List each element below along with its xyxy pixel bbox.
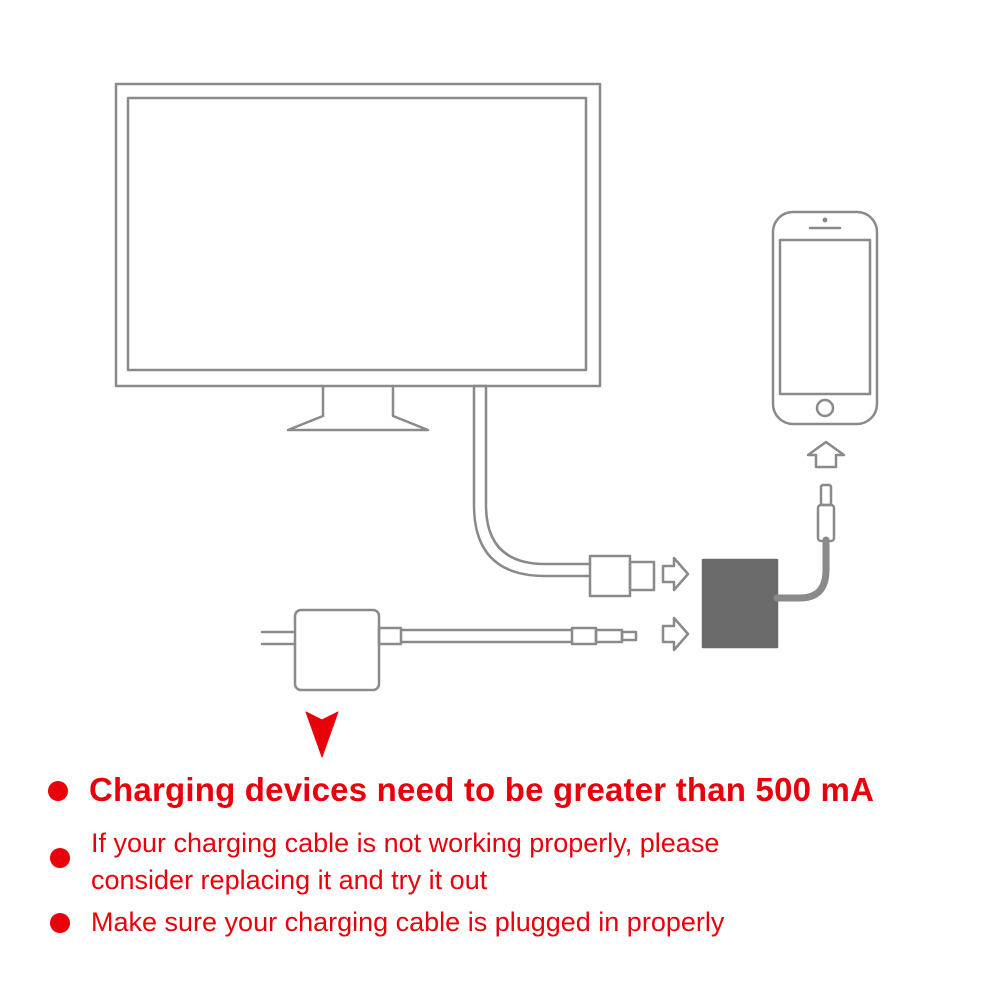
adapter-box-icon xyxy=(701,558,779,649)
usb-cable xyxy=(399,626,638,646)
arrow-up-icon xyxy=(806,440,846,469)
hdmi-cable xyxy=(472,384,592,578)
bullet-dot xyxy=(48,781,68,801)
monitor-icon xyxy=(114,82,602,432)
hdmi-plug-icon xyxy=(588,554,656,598)
arrow-right-icon xyxy=(661,616,690,652)
smartphone-icon xyxy=(771,210,879,426)
note-plugged-in: Make sure your charging cable is plugged… xyxy=(91,907,725,937)
note-current-requirement: Charging devices need to be greater than… xyxy=(89,771,875,808)
arrow-right-icon xyxy=(661,556,690,592)
bullet-dot xyxy=(50,913,70,933)
note-cable-replacement-line-1: If your charging cable is not working pr… xyxy=(91,828,720,858)
bullet-dot xyxy=(50,848,70,868)
lightning-cable xyxy=(773,483,836,602)
down-pointer-icon xyxy=(305,711,339,758)
note-cable-replacement-line-2: consider replacing it and try it out xyxy=(91,865,488,895)
wall-charger-icon xyxy=(260,608,403,692)
